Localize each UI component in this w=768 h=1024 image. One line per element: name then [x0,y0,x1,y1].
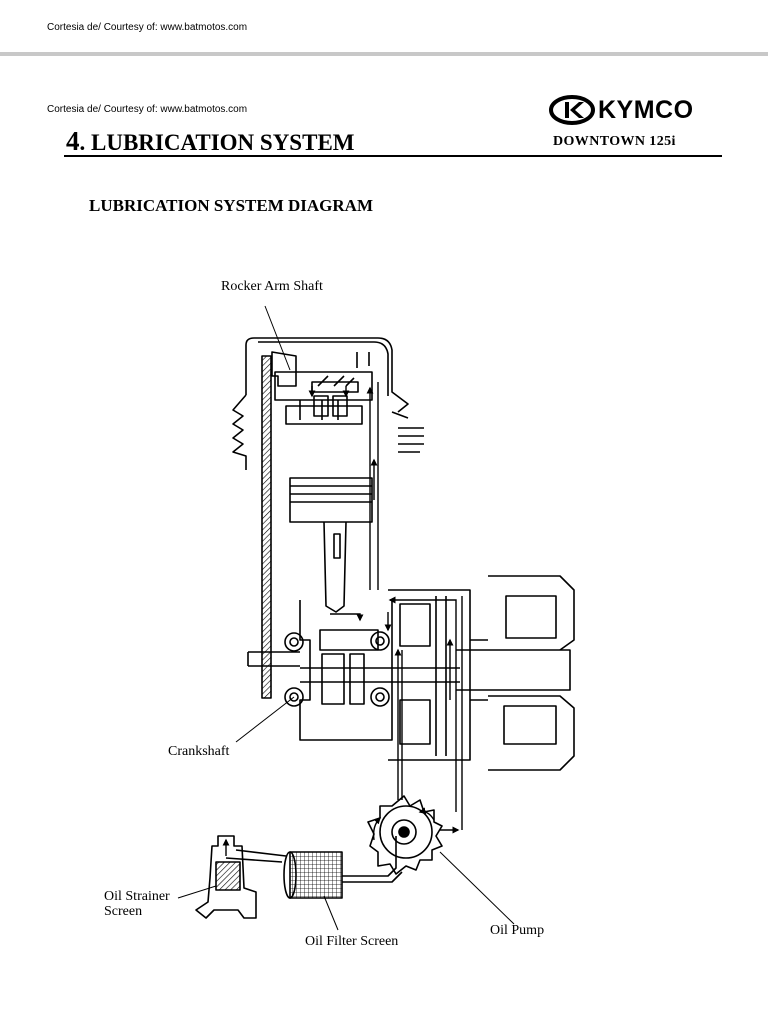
oil-pump [367,795,443,875]
model-name: DOWNTOWN 125i [553,134,676,149]
oil-strainer [195,835,257,919]
chapter-number: 4 [66,126,80,156]
kymco-logo-icon [549,95,595,125]
section-title: LUBRICATION SYSTEM DIAGRAM [89,196,373,215]
oil-filter-screen [225,836,403,899]
crankshaft-label: Crankshaft [168,744,230,759]
page-separator [0,52,768,56]
oil-filter-screen-label: Oil Filter Screen [305,934,399,949]
kymco-logo: KYMCO [548,94,712,126]
piston [289,477,373,613]
oil-pump-label: Oil Pump [490,923,545,938]
brand-name: KYMCO [598,96,694,124]
courtesy-note: Cortesia de/ Courtesy of: www.batmotos.c… [47,104,248,115]
oil-flow-paths [222,382,463,856]
chapter-title-text: . LUBRICATION SYSTEM [79,130,355,155]
rocker-arm-shaft-label: Rocker Arm Shaft [221,279,323,294]
oil-strainer-label-line2: Screen [104,904,143,919]
header-rule [64,155,722,157]
crankshaft-assembly [247,600,460,741]
chapter-title: 4. LUBRICATION SYSTEM [66,126,355,157]
rocker-arm-assembly [311,375,359,417]
leader-lines [177,305,515,931]
transmission-side [388,575,575,771]
cam-chain [261,355,272,699]
cylinder-head [232,337,424,470]
oil-strainer-label: Oil Strainer [104,889,170,904]
courtesy-note-top: Cortesia de/ Courtesy of: www.batmotos.c… [47,22,248,33]
